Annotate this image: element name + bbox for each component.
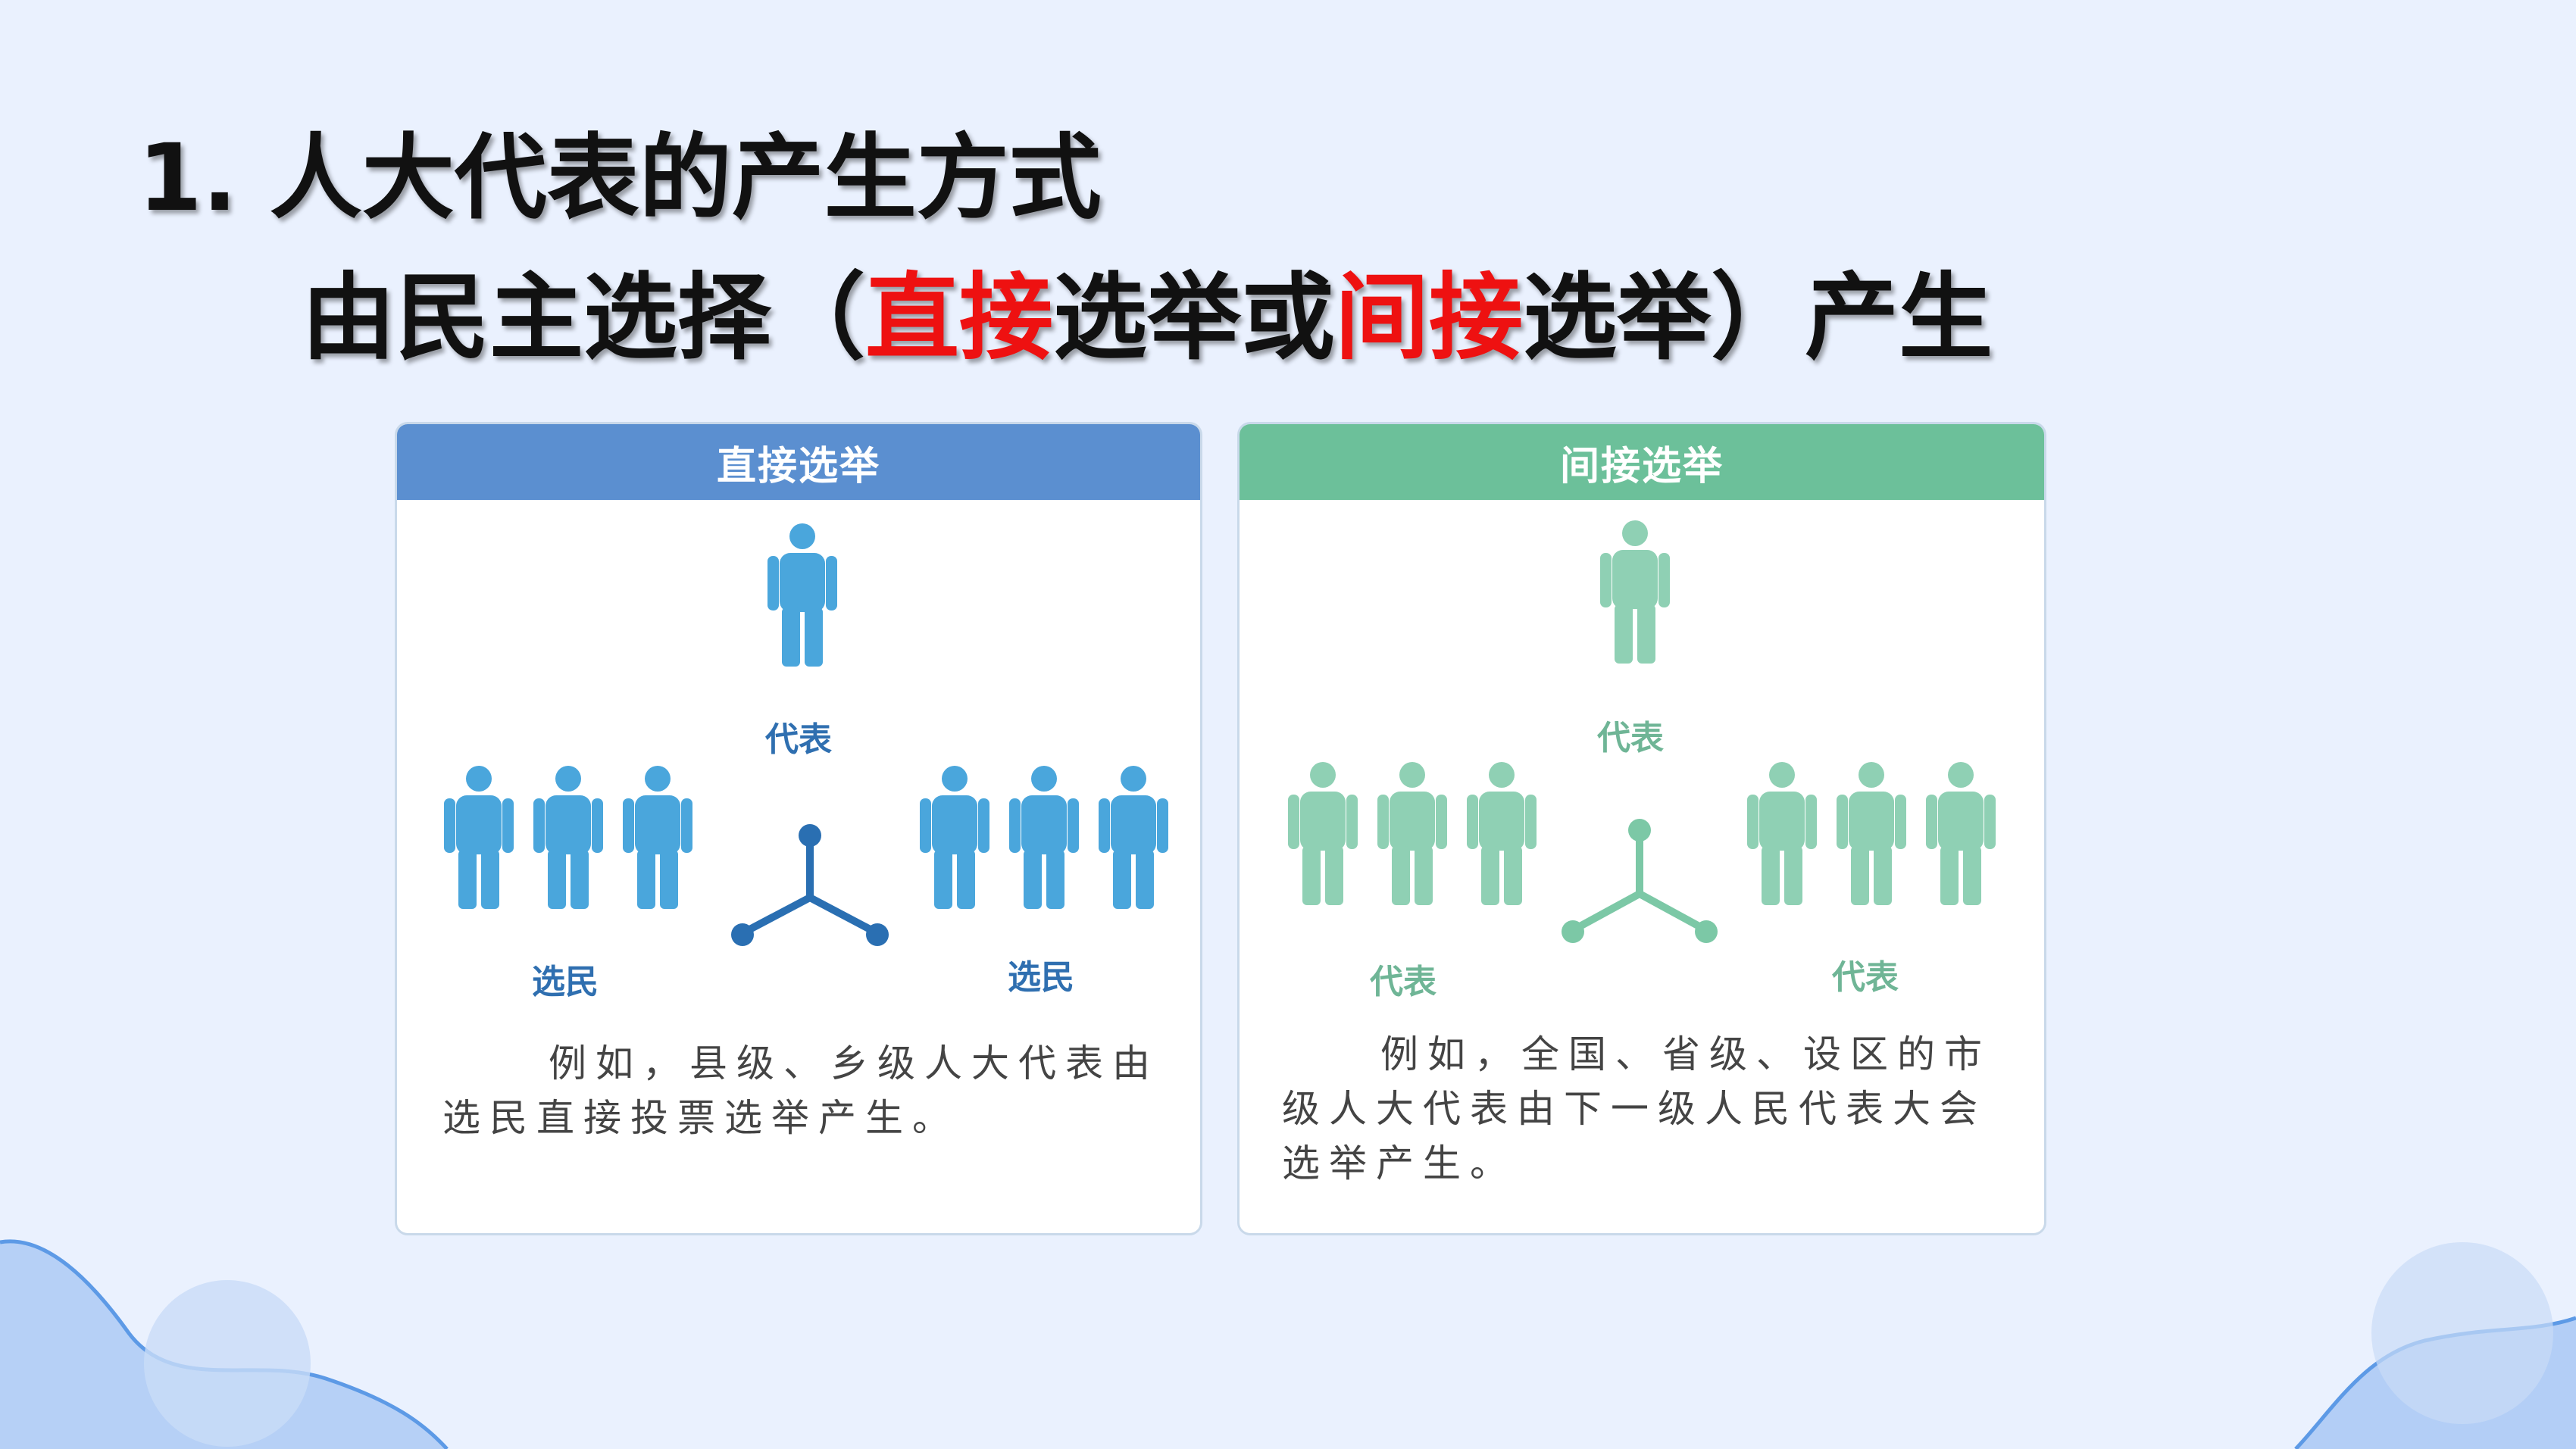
- indirect-right-label: 代表: [1832, 958, 1899, 997]
- direct-election-figure: [444, 523, 1168, 946]
- direct-left-label: 选民: [532, 963, 599, 1001]
- indirect-election-panel: 间接选举 代表 代表 代表 例如，全国、省级、设区的市级人大代表由下一级人民代表…: [1240, 424, 2044, 1233]
- connector-icon: [1562, 819, 1718, 943]
- direct-election-panel: 直接选举 代表 选民 选民 例如，县级、乡级人大代表由选民直接投票选举产生。: [397, 424, 1200, 1233]
- page-title: 1. 人大代表的产生方式: [138, 124, 1102, 232]
- direct-description: 例如，县级、乡级人大代表由选民直接投票选举产生。: [442, 1041, 1159, 1140]
- direct-top-label: 代表: [765, 720, 832, 759]
- subtitle-highlight-direct: 直接: [865, 264, 1054, 373]
- voter-group-left-icon: [444, 766, 692, 909]
- indirect-top-label: 代表: [1597, 719, 1664, 757]
- connector-icon: [731, 824, 889, 946]
- indirect-election-figure: [1288, 520, 1996, 943]
- direct-election-header: 直接选举: [397, 424, 1200, 500]
- subtitle-middle: 选举或: [1053, 264, 1336, 373]
- direct-right-label: 选民: [1008, 958, 1074, 997]
- subtitle-prefix: 由民主选择（: [302, 264, 866, 373]
- representative-group-right-icon: [1747, 762, 1996, 905]
- voter-group-right-icon: [920, 766, 1168, 909]
- representative-person-icon: [767, 523, 837, 667]
- page-subtitle: 由民主选择（直接选举或间接选举）产生: [302, 267, 1993, 370]
- subtitle-highlight-indirect: 间接: [1335, 264, 1524, 373]
- indirect-left-label: 代表: [1370, 963, 1436, 1001]
- subtitle-suffix: 选举）产生: [1523, 264, 1993, 373]
- representative-group-left-icon: [1288, 762, 1537, 905]
- representative-person-icon: [1600, 520, 1670, 664]
- indirect-description: 例如，全国、省级、设区的市级人大代表由下一级人民代表大会选举产生。: [1282, 1032, 1991, 1185]
- indirect-election-header: 间接选举: [1240, 424, 2044, 500]
